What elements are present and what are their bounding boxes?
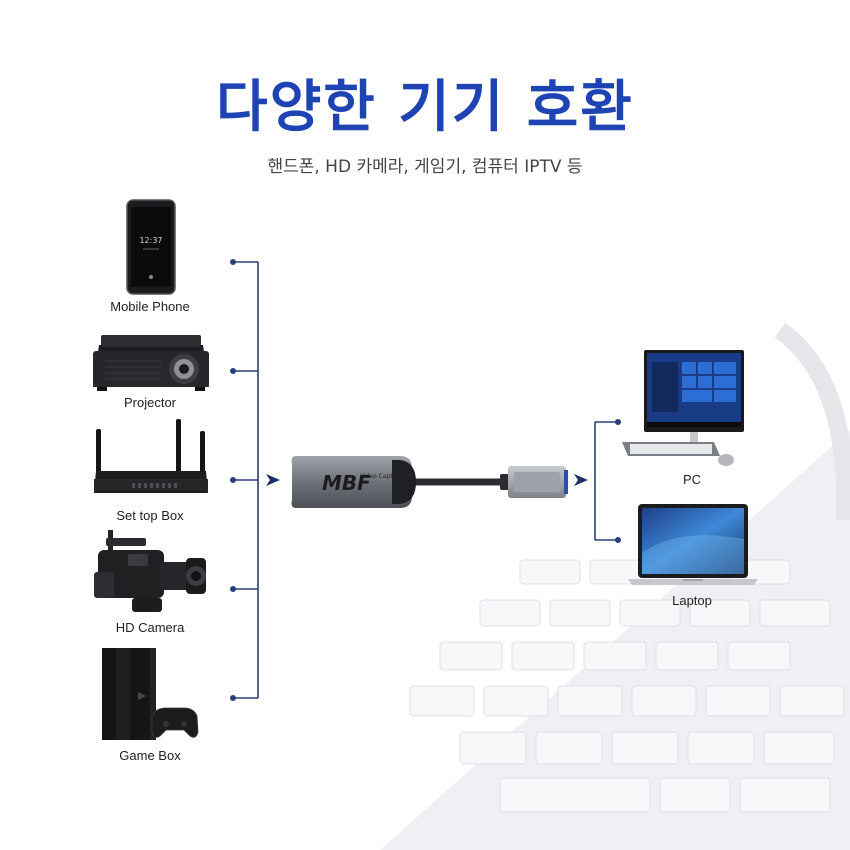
- target-label-laptop: Laptop: [672, 593, 712, 608]
- game-console-icon: [102, 648, 199, 740]
- capture-brand-text: MBF: [322, 471, 371, 495]
- video-camera-icon: [94, 530, 206, 612]
- source-label-game-box: Game Box: [119, 748, 181, 763]
- page-title: 다양한 기기 호환: [216, 75, 634, 140]
- target-label-pc: PC: [682, 472, 702, 487]
- capture-device-text: Video Capture: [360, 473, 403, 480]
- projector-icon: [93, 335, 209, 391]
- desktop-pc-icon: [622, 350, 744, 466]
- laptop-icon: [628, 504, 758, 585]
- phone-clock-text: 12:37: [139, 236, 162, 245]
- router-icon: [94, 419, 208, 493]
- source-label-projector: Projector: [123, 395, 177, 410]
- mobile-phone-icon: 12:37: [126, 199, 176, 295]
- arrow-right-icon: [266, 474, 588, 486]
- page-subtitle: 핸드폰, HD 카메라, 게임기, 컴퓨터 IPTV 등: [267, 157, 583, 177]
- capture-device-icon: MBF Video Capture: [291, 456, 568, 508]
- source-label-hd-camera: HD Camera: [115, 620, 185, 635]
- source-label-mobile-phone: Mobile Phone: [110, 299, 190, 314]
- source-label-set-top-box: Set top Box: [116, 508, 184, 523]
